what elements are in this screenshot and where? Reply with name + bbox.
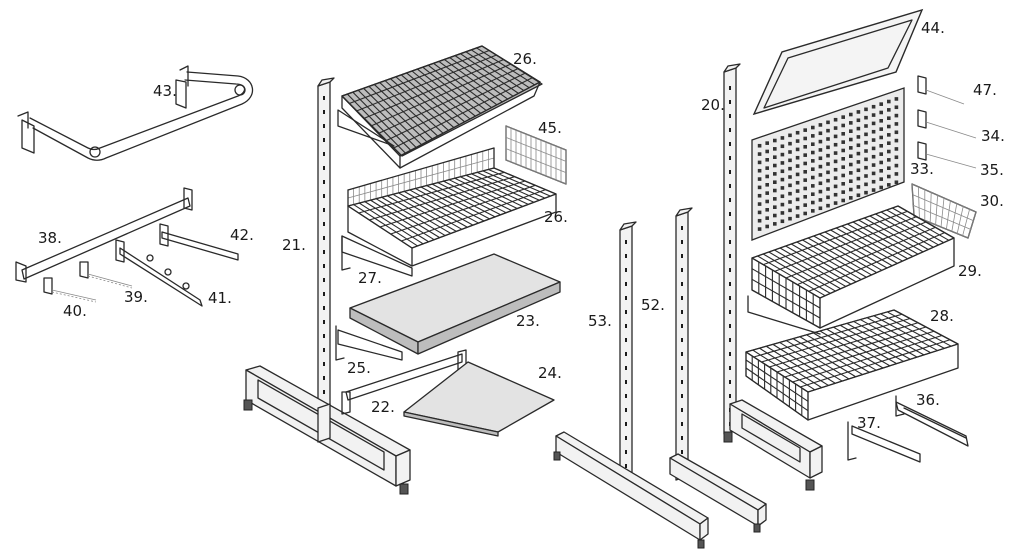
part-26-wire-shelf (347, 147, 557, 267)
part-29-basket (747, 205, 955, 335)
label-part-20: 20. (701, 96, 725, 114)
part-20-upright-unit (723, 63, 823, 491)
part-40-hook (43, 277, 97, 303)
label-part-26-middle: 26. (544, 208, 568, 226)
label-part-40: 40. (63, 302, 87, 320)
part-28-wire-tray (745, 309, 959, 421)
label-part-25: 25. (347, 359, 371, 377)
part-24-corner-shelf (403, 361, 555, 437)
label-part-44: 44. (921, 19, 945, 37)
label-part-41: 41. (208, 289, 232, 307)
label-part-34: 34. (981, 127, 1005, 145)
label-part-45: 45. (538, 119, 562, 137)
part-21-upright-unit (243, 77, 411, 495)
label-part-42: 42. (230, 226, 254, 244)
part-42-straight-arm (159, 223, 239, 261)
part-39-hook (79, 261, 133, 289)
label-part-27: 27. (358, 269, 382, 287)
part-44-header-frame (752, 8, 924, 116)
label-part-26-top: 26. (513, 50, 537, 68)
label-part-30: 30. (980, 192, 1004, 210)
part-52-upright (669, 207, 767, 533)
part-36-bracket (895, 395, 969, 447)
part-27-bracket (341, 235, 413, 277)
part-35-hook (917, 141, 977, 169)
part-41-waterfall-arm (115, 239, 203, 307)
part-37-bracket (847, 421, 921, 463)
label-part-38: 38. (38, 229, 62, 247)
label-part-24: 24. (538, 364, 562, 382)
part-53-upright (553, 221, 709, 549)
part-47-hook (917, 75, 965, 105)
part-26-sloped-wire-shelf (337, 45, 543, 169)
part-45-divider (505, 125, 567, 185)
label-part-36: 36. (916, 391, 940, 409)
part-25-bracket (335, 325, 403, 361)
part-38-straight-rail (15, 187, 193, 283)
label-part-47: 47. (973, 81, 997, 99)
label-part-53: 53. (588, 312, 612, 330)
label-part-35: 35. (980, 161, 1004, 179)
part-23-shelf-panel (349, 253, 561, 355)
label-part-28: 28. (930, 307, 954, 325)
part-43-u-rail (17, 65, 254, 161)
part-34-hook (917, 109, 977, 139)
label-part-33: 33. (910, 160, 934, 178)
label-part-21: 21. (282, 236, 306, 254)
label-part-39: 39. (124, 288, 148, 306)
part-30-basket-end (911, 183, 977, 239)
label-part-37: 37. (857, 414, 881, 432)
label-part-23: 23. (516, 312, 540, 330)
label-part-29: 29. (958, 262, 982, 280)
label-part-22: 22. (371, 398, 395, 416)
label-part-43: 43. (153, 82, 177, 100)
label-part-52: 52. (641, 296, 665, 314)
part-33-pegboard (751, 87, 905, 241)
